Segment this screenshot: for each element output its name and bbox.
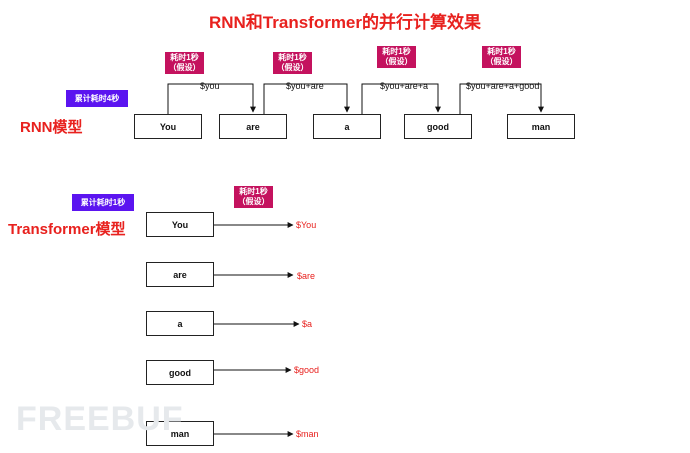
transformer-time-tag: 耗时1秒（假设） <box>234 186 273 208</box>
rnn-hidden-state-label: $you+are+a+good <box>466 81 540 91</box>
rnn-total-time-badge: 累计耗时4秒 <box>66 90 128 107</box>
transformer-token-box: a <box>146 311 214 336</box>
rnn-arrow <box>167 83 256 114</box>
transformer-token-box: are <box>146 262 214 287</box>
rnn-hidden-state-label: $you+are+a <box>380 81 429 91</box>
transformer-output-label: $man <box>296 429 319 439</box>
rnn-token-box: a <box>313 114 381 139</box>
diagram-title: RNN和Transformer的并行计算效果 <box>208 13 482 32</box>
rnn-step-tag: 耗时1秒（假设） <box>273 52 312 74</box>
rnn-token-box: You <box>134 114 202 139</box>
rnn-token-box: are <box>219 114 287 139</box>
transformer-label: Transformer模型 <box>8 221 126 238</box>
rnn-label: RNN模型 <box>20 119 83 136</box>
transformer-token-box: man <box>146 421 214 446</box>
rnn-hidden-state-label: $you <box>200 81 220 91</box>
transformer-output-label: $good <box>294 365 320 375</box>
rnn-step-tag: 耗时1秒（假设） <box>377 46 416 68</box>
rnn-arrow <box>263 83 350 114</box>
transformer-output-label: $You <box>296 220 317 230</box>
rnn-arrow <box>459 83 544 114</box>
transformer-total-time-badge: 累计耗时1秒 <box>72 194 134 211</box>
watermark: FREEBUF <box>16 400 184 438</box>
transformer-token-box: good <box>146 360 214 385</box>
rnn-step-tag: 耗时1秒（假设） <box>482 46 521 68</box>
rnn-step-tag: 耗时1秒（假设） <box>165 52 204 74</box>
rnn-arrow <box>361 83 441 114</box>
transformer-output-label: $are <box>297 271 316 281</box>
rnn-hidden-state-label: $you+are <box>286 81 324 91</box>
rnn-token-box: man <box>507 114 575 139</box>
transformer-token-box: You <box>146 212 214 237</box>
rnn-token-box: good <box>404 114 472 139</box>
transformer-output-label: $a <box>302 319 313 329</box>
